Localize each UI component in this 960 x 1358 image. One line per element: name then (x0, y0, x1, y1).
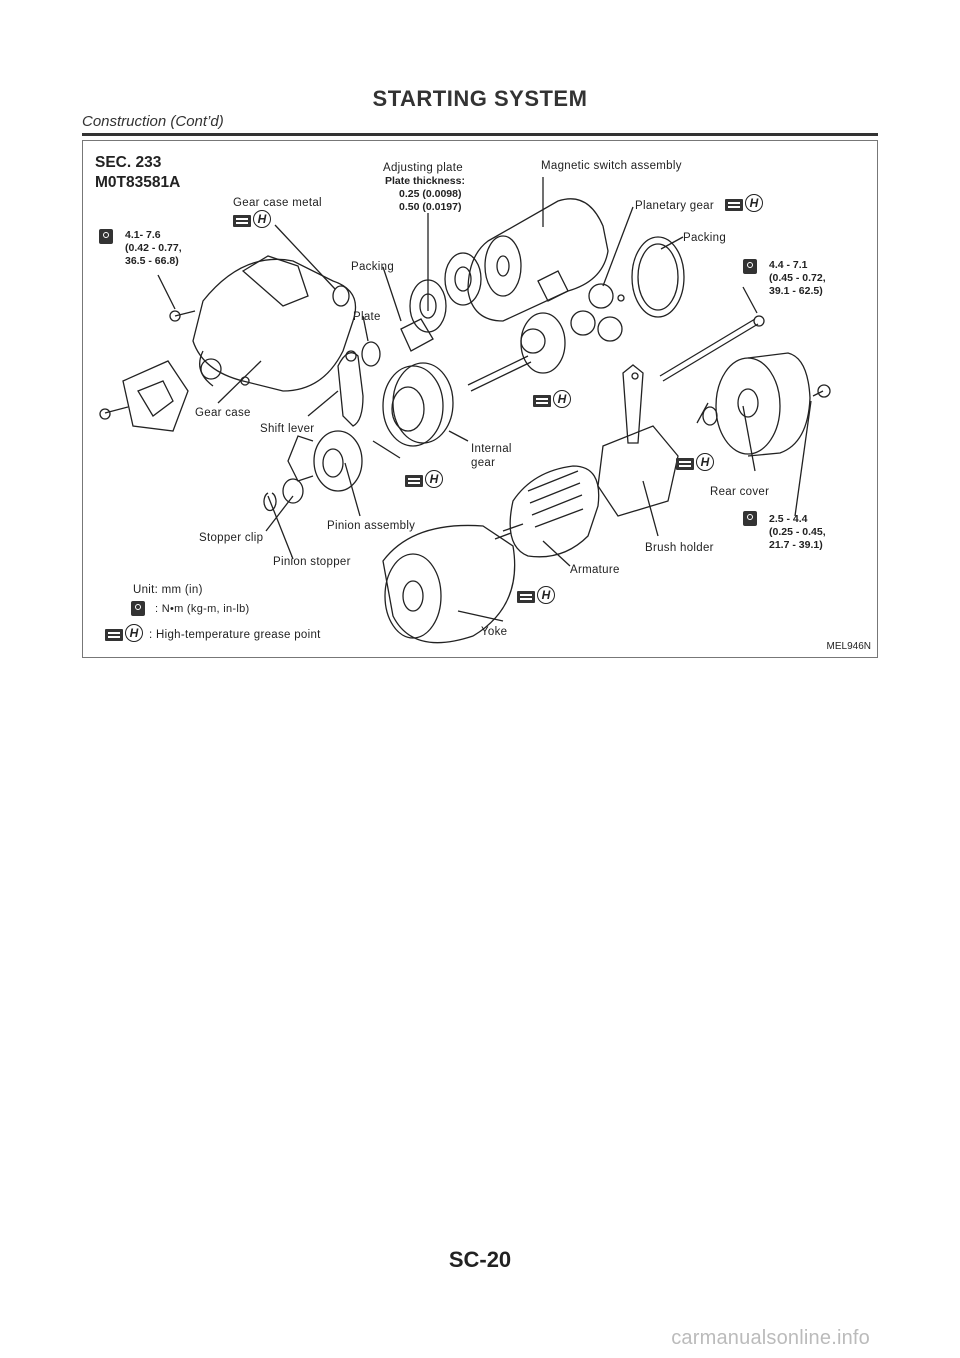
grease-point-icon: H (517, 586, 557, 605)
torque-wrench-icon (131, 601, 145, 616)
grease-point-icon: H (676, 453, 716, 472)
label-rear-cover: Rear cover (710, 486, 770, 498)
label-internal-gear-1: Internal (471, 443, 512, 455)
figure-code: MEL946N (826, 641, 871, 652)
torque-right-bottom-line3: 21.7 - 39.1) (769, 539, 823, 551)
torque-right-top-line2: (0.45 - 0.72, (769, 272, 826, 284)
grease-point-icon: H (233, 210, 273, 229)
label-adjusting-plate: Adjusting plate (383, 162, 463, 174)
torque-right-top-line3: 39.1 - 62.5) (769, 285, 823, 297)
label-plate: Plate (353, 311, 381, 323)
section-heading: SEC. 233 M0T83581A (95, 153, 180, 193)
torque-right-bottom-line1: 2.5 - 4.4 (769, 513, 808, 525)
grease-point-icon: H (533, 390, 573, 409)
label-yoke: Yoke (481, 626, 508, 638)
plate-thickness-value-2: 0.50 (0.0197) (399, 201, 462, 213)
label-gear-case-metal: Gear case metal (233, 197, 322, 209)
plate-thickness-title: Plate thickness: (385, 175, 465, 187)
legend-torque: : N•m (kg-m, in-lb) (155, 603, 250, 615)
header-rule (82, 133, 878, 136)
starter-exploded-drawing (99, 177, 831, 644)
torque-right-top-line1: 4.4 - 7.1 (769, 259, 808, 271)
legend-unit: Unit: mm (in) (133, 584, 203, 596)
torque-wrench-icon (743, 259, 757, 274)
legend-grease: : High-temperature grease point (149, 629, 321, 641)
drawing-part-number: M0T83581A (95, 174, 181, 191)
exploded-view-figure: SEC. 233 M0T83581A Gear case metal H Adj… (82, 140, 878, 658)
torque-left-line3: 36.5 - 66.8) (125, 255, 179, 267)
torque-left-line1: 4.1- 7.6 (125, 229, 161, 241)
torque-wrench-icon (99, 229, 113, 244)
torque-left-line2: (0.42 - 0.77, (125, 242, 182, 254)
label-pinion-assembly: Pinion assembly (327, 520, 416, 532)
label-pinion-stopper: Pinion stopper (273, 556, 351, 568)
torque-wrench-icon (743, 511, 757, 526)
page-number: SC-20 (448, 1247, 512, 1272)
page-title: STARTING SYSTEM (372, 86, 588, 111)
torque-spec-right-bottom: 2.5 - 4.4 (0.25 - 0.45, 21.7 - 39.1) (769, 513, 826, 552)
label-internal-gear-2: gear (471, 457, 496, 469)
plate-thickness-spec: Plate thickness: 0.25 (0.0098) 0.50 (0.0… (385, 175, 465, 214)
plate-thickness-value-1: 0.25 (0.0098) (399, 188, 462, 200)
torque-spec-right-top: 4.4 - 7.1 (0.45 - 0.72, 39.1 - 62.5) (769, 259, 826, 298)
grease-point-icon: H (405, 470, 445, 489)
sec-number: SEC. 233 (95, 154, 162, 171)
label-brush-holder: Brush holder (645, 542, 714, 554)
torque-right-bottom-line2: (0.25 - 0.45, (769, 526, 826, 538)
grease-point-icon: H (725, 194, 765, 213)
label-stopper-clip: Stopper clip (199, 532, 264, 544)
label-gear-case: Gear case (195, 407, 251, 419)
label-armature: Armature (570, 564, 620, 576)
label-magnetic-switch-assembly: Magnetic switch assembly (541, 160, 682, 172)
label-packing: Packing (351, 261, 395, 273)
page-subtitle: Construction (Cont’d) (82, 113, 224, 130)
label-packing-right: Packing (683, 232, 727, 244)
watermark-url: carmanualsonline.info (671, 1327, 870, 1349)
grease-point-icon: H (105, 624, 145, 643)
label-planetary-gear: Planetary gear (635, 200, 714, 212)
label-shift-lever: Shift lever (260, 423, 315, 435)
torque-spec-left: 4.1- 7.6 (0.42 - 0.77, 36.5 - 66.8) (125, 229, 182, 268)
